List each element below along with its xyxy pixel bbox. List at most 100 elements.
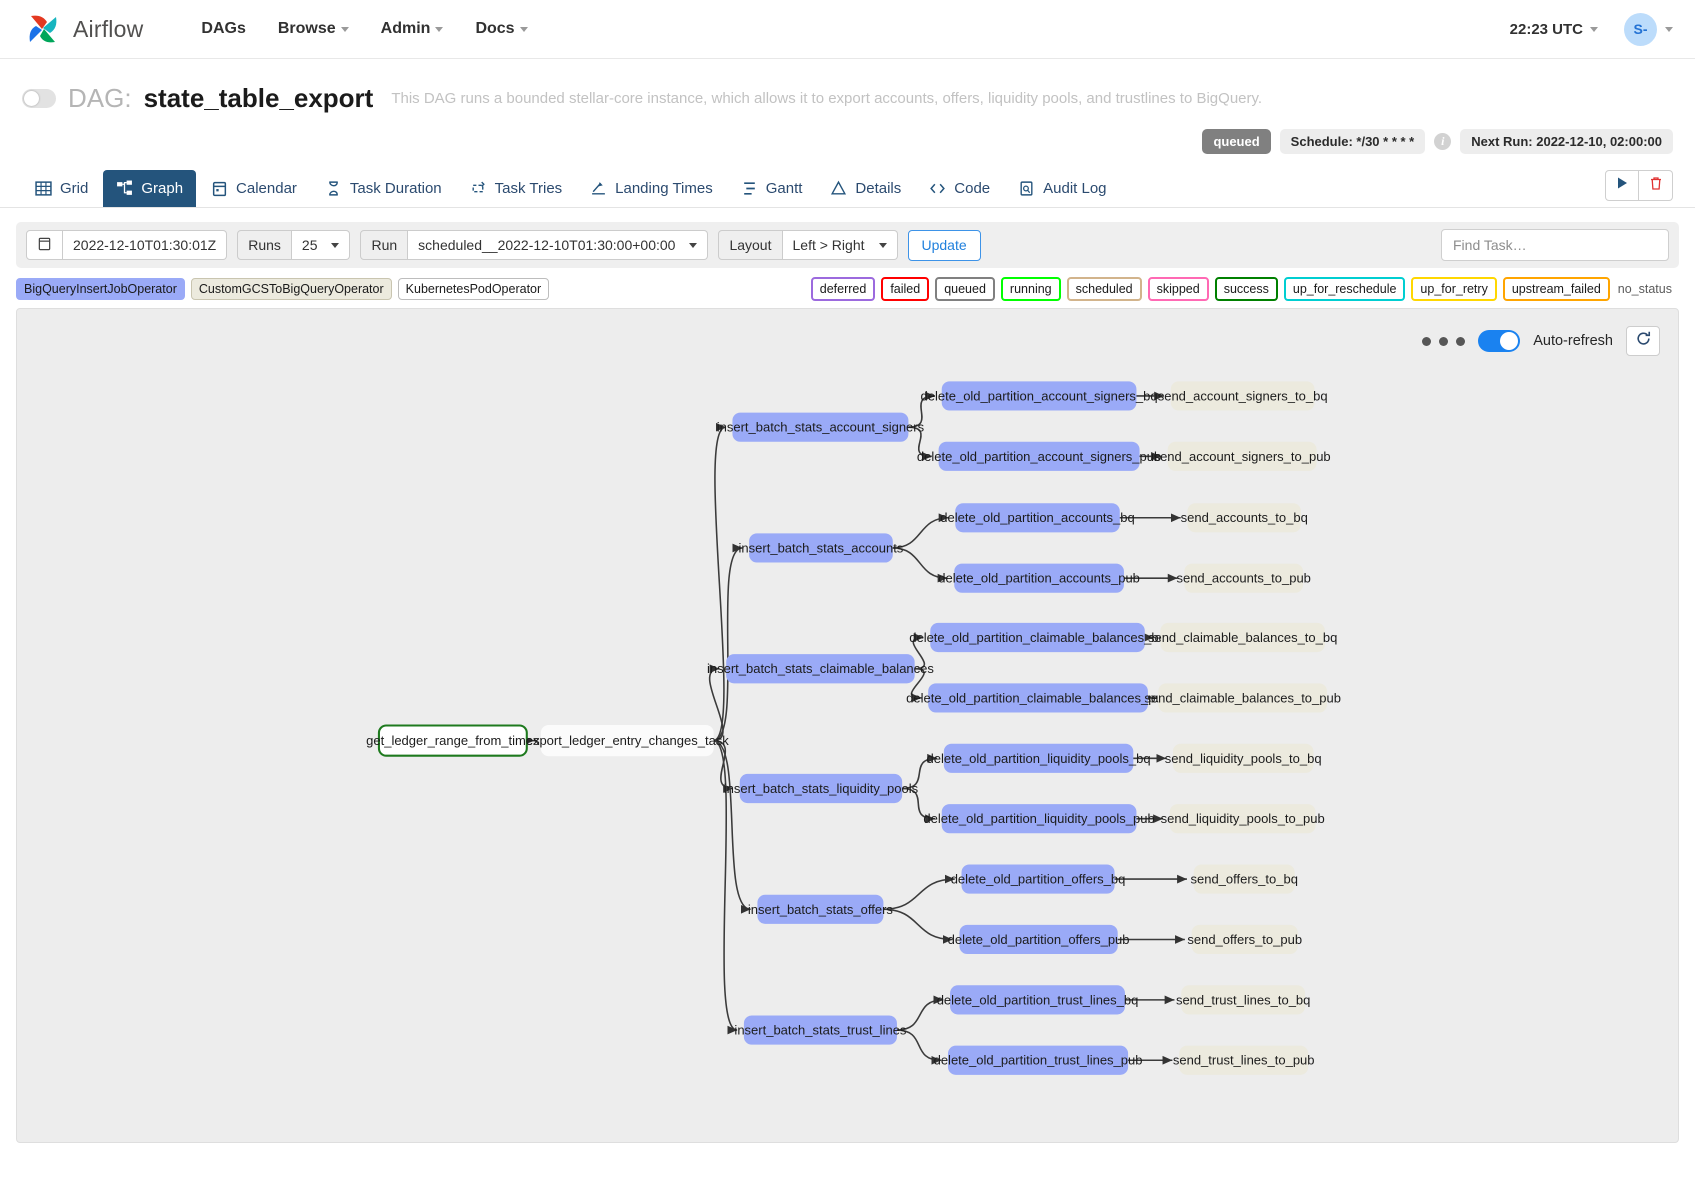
graph-node-insert-batch-stats-trust-lines[interactable]: insert_batch_stats_trust_lines: [734, 1015, 907, 1045]
tab-calendar[interactable]: Calendar: [198, 170, 310, 207]
graph-node-label: send_offers_to_bq: [1190, 872, 1297, 887]
tab-task-duration[interactable]: Task Duration: [312, 170, 455, 207]
dag-pause-toggle[interactable]: [22, 89, 56, 108]
status-legend-up-for-reschedule[interactable]: up_for_reschedule: [1283, 277, 1406, 301]
status-legend-deferred[interactable]: deferred: [810, 277, 876, 301]
graph-node-insert-batch-stats-accounts[interactable]: insert_batch_stats_accounts: [739, 533, 904, 563]
nav-link-dags[interactable]: DAGs: [185, 12, 261, 46]
update-button[interactable]: Update: [907, 229, 981, 261]
graph-node-delete-old-partition-account-signers-pub[interactable]: delete_old_partition_account_signers_pub: [917, 441, 1161, 471]
dag-graph-svg[interactable]: get_ledger_range_from_timesexport_ledger…: [17, 309, 1678, 1142]
chevron-down-icon: [340, 26, 349, 32]
auto-refresh-toggle[interactable]: [1478, 330, 1521, 352]
delete-dag-button[interactable]: [1639, 170, 1673, 201]
graph-edge: [912, 633, 926, 670]
graph-node-send-accounts-to-pub[interactable]: send_accounts_to_pub: [1176, 563, 1311, 593]
tab-code[interactable]: Code: [916, 170, 1003, 207]
status-legend-queued[interactable]: queued: [935, 277, 995, 301]
runs-select[interactable]: 25: [291, 230, 351, 260]
graph-edge: [896, 1029, 942, 1065]
status-legend-scheduled[interactable]: scheduled: [1066, 277, 1142, 301]
tab-details-label: Details: [855, 180, 902, 197]
graph-node-delete-old-partition-accounts-bq[interactable]: delete_old_partition_accounts_bq: [940, 503, 1135, 533]
operator-badge-kubernetespodoperator[interactable]: KubernetesPodOperator: [397, 278, 550, 300]
tab-audit-log[interactable]: Audit Log: [1005, 170, 1119, 207]
operator-badge-customgcstobigqueryoperator[interactable]: CustomGCSToBigQueryOperator: [190, 278, 392, 300]
graph-node-delete-old-partition-offers-pub[interactable]: delete_old_partition_offers_pub: [948, 924, 1130, 955]
graph-node-send-account-signers-to-pub[interactable]: send_account_signers_to_pub: [1154, 441, 1331, 471]
nav-link-admin[interactable]: Admin: [365, 12, 460, 46]
graph-node-send-trust-lines-to-bq[interactable]: send_trust_lines_to_bq: [1176, 985, 1310, 1015]
find-task-placeholder: Find Task…: [1453, 237, 1527, 253]
graph-node-insert-batch-stats-liquidity-pools[interactable]: insert_batch_stats_liquidity_pools: [724, 773, 919, 804]
graph-node-label: get_ledger_range_from_times: [366, 733, 540, 748]
layout-select[interactable]: Left > Right: [782, 230, 898, 260]
loading-dots-indicator: [1422, 336, 1466, 346]
graph-node-delete-old-partition-liquidity-pools-pub[interactable]: delete_old_partition_liquidity_pools_pub: [923, 804, 1155, 834]
trigger-dag-button[interactable]: [1605, 170, 1639, 201]
graph-node-send-accounts-to-bq[interactable]: send_accounts_to_bq: [1181, 503, 1308, 533]
dag-label-prefix: DAG:: [68, 83, 132, 113]
audit-icon: [1018, 180, 1035, 197]
status-legend-failed[interactable]: failed: [881, 277, 930, 301]
graph-node-label: delete_old_partition_account_signers_bq: [921, 388, 1158, 403]
graph-node-send-liquidity-pools-to-bq[interactable]: send_liquidity_pools_to_bq: [1165, 743, 1322, 773]
dag-graph-canvas[interactable]: Auto-refresh get_ledger_range_from_times…: [16, 308, 1679, 1143]
graph-node-export-ledger-entry-changes-task[interactable]: export_ledger_entry_changes_task: [526, 724, 730, 757]
tab-landing-times[interactable]: Landing Times: [577, 170, 726, 207]
graph-node-delete-old-partition-accounts-pub[interactable]: delete_old_partition_accounts_pub: [938, 563, 1140, 593]
calendar-picker-button[interactable]: [26, 230, 63, 260]
utc-clock[interactable]: 22:23 UTC: [1510, 21, 1598, 38]
graph-node-send-offers-to-pub[interactable]: send_offers_to_pub: [1187, 924, 1302, 955]
graph-node-delete-old-partition-claimable-balances-pub[interactable]: delete_old_partition_claimable_balances_…: [906, 683, 1170, 713]
graph-node-send-offers-to-bq[interactable]: send_offers_to_bq: [1190, 864, 1298, 894]
tab-graph[interactable]: Graph: [103, 170, 197, 207]
graph-node-delete-old-partition-trust-lines-bq[interactable]: delete_old_partition_trust_lines_bq: [937, 985, 1139, 1015]
airflow-brand[interactable]: Airflow: [22, 8, 143, 50]
find-task-input[interactable]: Find Task…: [1441, 229, 1669, 261]
status-legend-running[interactable]: running: [1000, 277, 1061, 301]
info-icon[interactable]: i: [1434, 132, 1452, 150]
graph-node-box: [954, 563, 1124, 593]
graph-node-get-ledger-range-from-times[interactable]: get_ledger_range_from_times: [366, 724, 540, 757]
graph-node-delete-old-partition-account-signers-bq[interactable]: delete_old_partition_account_signers_bq: [921, 381, 1158, 411]
graph-edges: [523, 391, 1187, 1065]
graph-node-insert-batch-stats-account-signers[interactable]: insert_batch_stats_account_signers: [717, 412, 925, 442]
tab-details[interactable]: Details: [817, 170, 914, 207]
graph-node-send-liquidity-pools-to-pub[interactable]: send_liquidity_pools_to_pub: [1161, 804, 1325, 834]
base-date-input[interactable]: 2022-12-10T01:30:01Z: [63, 230, 228, 260]
operator-badge-bigqueryinsertjoboperator[interactable]: BigQueryInsertJobOperator: [16, 278, 185, 300]
status-legend-upstream-failed[interactable]: upstream_failed: [1502, 277, 1610, 301]
status-legend-success[interactable]: success: [1214, 277, 1278, 301]
graph-node-delete-old-partition-liquidity-pools-bq[interactable]: delete_old_partition_liquidity_pools_bq: [927, 743, 1151, 773]
code-icon: [929, 180, 946, 197]
status-legend-no-status[interactable]: no_status: [1615, 279, 1679, 299]
user-menu[interactable]: S-: [1624, 12, 1673, 46]
nav-links: DAGs Browse Admin Docs: [185, 12, 543, 46]
tab-grid[interactable]: Grid: [22, 170, 101, 207]
run-select[interactable]: scheduled__2022-12-10T01:30:00+00:00: [408, 230, 709, 260]
graph-node-insert-batch-stats-claimable-balances[interactable]: insert_batch_stats_claimable_balances: [707, 654, 934, 684]
graph-node-delete-old-partition-trust-lines-pub[interactable]: delete_old_partition_trust_lines_pub: [934, 1045, 1143, 1075]
graph-node-send-claimable-balances-to-bq[interactable]: send_claimable_balances_to_bq: [1148, 622, 1337, 653]
graph-edge: [901, 787, 935, 824]
tab-code-label: Code: [954, 180, 991, 197]
graph-node-delete-old-partition-offers-bq[interactable]: delete_old_partition_offers_bq: [951, 864, 1126, 894]
refresh-button[interactable]: [1626, 326, 1660, 356]
gantt-icon: [741, 180, 758, 197]
graph-node-send-account-signers-to-bq[interactable]: send_account_signers_to_bq: [1158, 381, 1328, 411]
run-value: scheduled__2022-12-10T01:30:00+00:00: [418, 237, 676, 253]
status-legend-up-for-retry[interactable]: up_for_retry: [1411, 277, 1497, 301]
nav-link-docs[interactable]: Docs: [459, 12, 543, 46]
graph-node-send-trust-lines-to-pub[interactable]: send_trust_lines_to_pub: [1173, 1045, 1315, 1075]
tab-task-tries[interactable]: Task Tries: [457, 170, 576, 207]
tab-gantt[interactable]: Gantt: [728, 170, 816, 207]
graph-node-insert-batch-stats-offers[interactable]: insert_batch_stats_offers: [748, 894, 894, 924]
chevron-down-icon: [519, 26, 528, 32]
status-legend-skipped[interactable]: skipped: [1147, 277, 1209, 301]
utc-clock-label: 22:23 UTC: [1509, 20, 1583, 38]
graph-node-delete-old-partition-claimable-balances-bq[interactable]: delete_old_partition_claimable_balances_…: [909, 622, 1166, 653]
graph-node-box: [732, 412, 909, 442]
nav-link-browse[interactable]: Browse: [262, 12, 365, 46]
graph-node-send-claimable-balances-to-pub[interactable]: send_claimable_balances_to_pub: [1144, 683, 1341, 713]
